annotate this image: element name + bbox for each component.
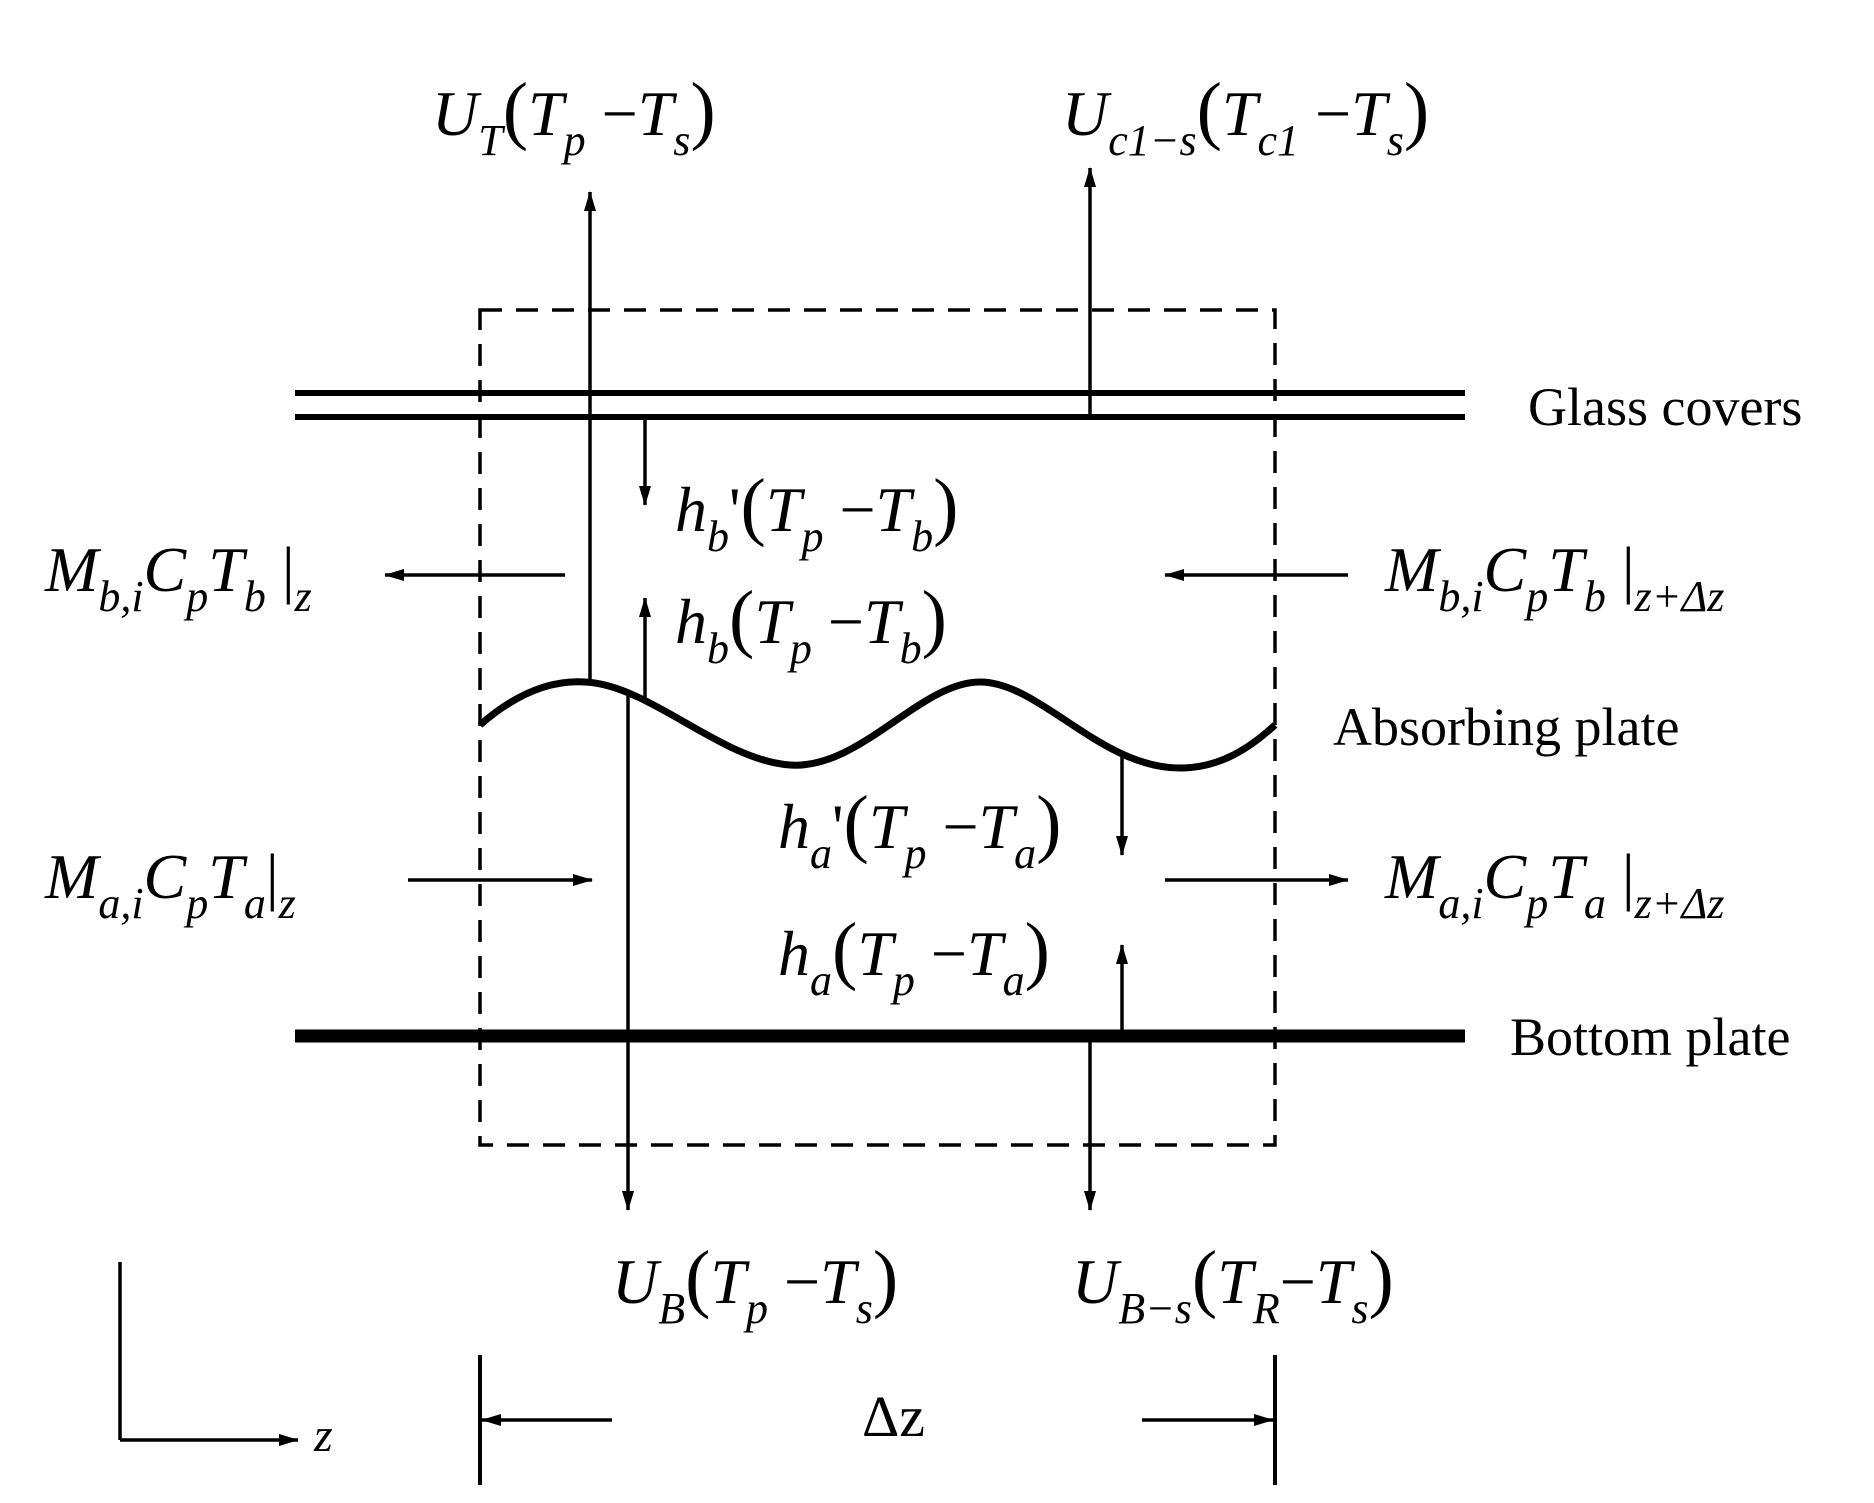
mb-left-equation: Mb,iCpTb |z [45,534,312,621]
bottom-plate-label: Bottom plate [1510,1007,1791,1067]
ubs-bottom-equation: UB−s(TR−Ts) [1072,1236,1394,1333]
mb-right-equation: Mb,iCpTb |z+Δz [1385,534,1725,621]
ha-equation: ha(Tp −Ta) [778,908,1050,1005]
ut-top-equation: UT(Tp −Ts) [432,68,716,165]
axis-z-label: z [314,1409,333,1462]
ma-right-equation: Ma,iCpTa |z+Δz [1385,841,1725,928]
uc1s-top-equation: Uc1−s(Tc1 −Ts) [1062,68,1430,165]
control-volume-box [478,308,1277,1147]
delta-z-label: Δz [862,1384,926,1449]
hb-prime-equation: hb'(Tp −Tb) [675,464,959,561]
ha-prime-equation: ha'(Tp −Ta) [778,781,1062,878]
absorbing-plate-label: Absorbing plate [1333,697,1680,757]
ma-left-equation: Ma,iCpTa|z [45,841,296,928]
ub-bottom-equation: UB(Tp −Ts) [612,1236,899,1333]
absorbing-plate-wave [477,678,1278,772]
glass-covers-label: Glass covers [1528,377,1803,437]
hb-equation: hb(Tp −Tb) [675,576,947,673]
